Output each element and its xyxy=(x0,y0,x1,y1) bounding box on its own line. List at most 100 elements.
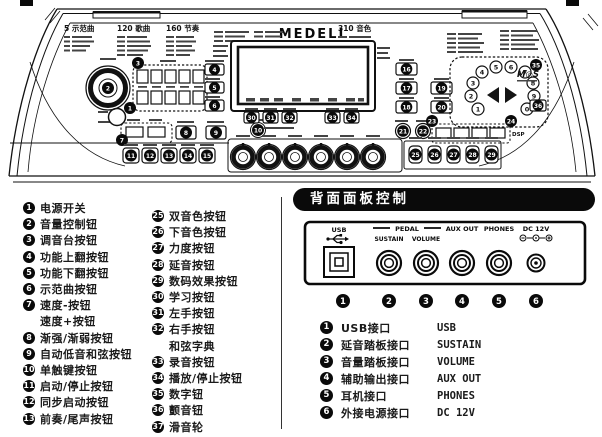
item-label: 调音台按钮 xyxy=(40,234,98,248)
item-number: 27 xyxy=(152,242,164,255)
numeric-keypad: 1 2 3 4 5 6 7 8 9 0 35 xyxy=(449,56,549,128)
item-english: SUSTAIN xyxy=(437,338,482,351)
item-label: 启动/停止按钮 xyxy=(40,380,114,394)
svg-text:PEDAL: PEDAL xyxy=(395,225,419,233)
legend-item: 30 学习按钮 xyxy=(152,289,284,305)
item-label: 外接电源接口 xyxy=(341,406,410,420)
dsp-label: DSP xyxy=(512,132,525,138)
item-number: 13 xyxy=(23,412,35,425)
item-label: 播放/停止按钮 xyxy=(169,371,243,385)
svg-text:4: 4 xyxy=(212,67,216,74)
svg-text:3: 3 xyxy=(136,60,140,67)
svg-text:8: 8 xyxy=(531,79,536,87)
svg-text:14: 14 xyxy=(184,153,192,160)
keyboard-diagram: 5 示范曲 120 歌曲 160 节奏 310 音色 MEDELI xyxy=(8,0,599,183)
rear-panel-diagram: USB PEDAL SUSTAIN VOLUME xyxy=(303,220,587,308)
demo-songs-heading: 5 示范曲 xyxy=(64,23,94,33)
item-number: 34 xyxy=(152,371,164,384)
svg-text:7: 7 xyxy=(120,137,124,144)
svg-text:4: 4 xyxy=(459,297,465,307)
item-label: 音量控制钮 xyxy=(40,218,98,232)
svg-text:6: 6 xyxy=(533,297,539,307)
svg-text:7: 7 xyxy=(523,68,528,76)
svg-text:26: 26 xyxy=(430,152,438,159)
svg-text:1: 1 xyxy=(128,105,132,112)
item-number: 3 xyxy=(23,234,35,247)
voice-buttons: 25 26 27 28 29 xyxy=(403,137,502,170)
item-label: 学习按钮 xyxy=(169,291,215,305)
item-number: 31 xyxy=(152,307,164,320)
volume-knob: 2 xyxy=(85,58,131,111)
port-number-badges: 1 2 3 4 5 6 xyxy=(336,294,543,308)
item-number: 36 xyxy=(152,404,164,417)
item-label: 力度按钮 xyxy=(169,242,215,256)
item-english: USB xyxy=(437,321,456,334)
item-label: 速度-按钮 xyxy=(40,299,92,313)
voices-heading: 310 音色 xyxy=(338,23,372,33)
svg-text:34: 34 xyxy=(347,115,355,122)
item-number: 30 xyxy=(152,291,164,304)
dc-power-port: DC 12V xyxy=(519,225,553,273)
knob xyxy=(281,135,309,171)
item-label: 耳机接口 xyxy=(341,389,387,403)
item-label: 音量踏板接口 xyxy=(341,355,410,369)
plus-arrow-icon xyxy=(505,87,517,103)
item-english: DC 12V xyxy=(437,406,475,419)
rear-panel-section: 背面面板控制 USB PEDAL SU xyxy=(293,187,599,437)
item-english: PHONES xyxy=(437,389,475,402)
auto-bass-chord-button: 9 xyxy=(205,121,227,140)
svg-text:2: 2 xyxy=(386,297,392,307)
svg-text:20: 20 xyxy=(437,104,445,111)
item-number: 2 xyxy=(23,218,35,231)
brand-logo: MEDELI xyxy=(279,27,346,42)
svg-text:M◎S: M◎S xyxy=(517,70,539,80)
legend-item: 34 播放/停止按钮 xyxy=(152,370,284,386)
svg-text:DC 12V: DC 12V xyxy=(523,225,550,233)
legend-item: 27 力度按钮 xyxy=(152,240,284,256)
svg-text:17: 17 xyxy=(402,85,410,92)
item-number: 5 xyxy=(23,266,35,279)
svg-text:0: 0 xyxy=(525,105,530,113)
item-number: 8 xyxy=(23,331,35,344)
item-label: 功能上翻按钮 xyxy=(40,250,109,264)
svg-text:33: 33 xyxy=(328,115,336,122)
item-number: 2 xyxy=(320,338,333,351)
svg-text:4: 4 xyxy=(480,68,485,76)
item-label: 数字钮 xyxy=(169,388,204,402)
item-number: 1 xyxy=(23,202,35,215)
songs-heading: 120 歌曲 xyxy=(117,23,150,33)
knob xyxy=(359,135,387,171)
phones-jack: PHONES xyxy=(484,225,514,277)
item-number: 10 xyxy=(23,363,35,376)
knob xyxy=(307,135,335,171)
item-label: 前奏/尾声按钮 xyxy=(40,412,114,426)
svg-text:31: 31 xyxy=(266,115,274,122)
mixer-button-grid: 3 xyxy=(132,57,208,112)
item-label: 同步启动按钮 xyxy=(40,396,109,410)
svg-text:SUSTAIN: SUSTAIN xyxy=(374,236,403,243)
item-number: 4 xyxy=(320,372,333,385)
svg-text:6: 6 xyxy=(509,63,514,71)
svg-text:2: 2 xyxy=(469,92,474,100)
item-english: VOLUME xyxy=(437,355,475,368)
legend-item-sub: 和弦字典 xyxy=(152,338,284,354)
item-number: 29 xyxy=(152,274,164,287)
item-label: 功能下翻按钮 xyxy=(40,266,109,280)
item-number: 1 xyxy=(320,321,333,334)
item-label: 右手按钮 xyxy=(169,323,215,337)
brand-emblem: M◎S xyxy=(517,70,539,82)
item-label: 滑音轮 xyxy=(169,420,204,434)
